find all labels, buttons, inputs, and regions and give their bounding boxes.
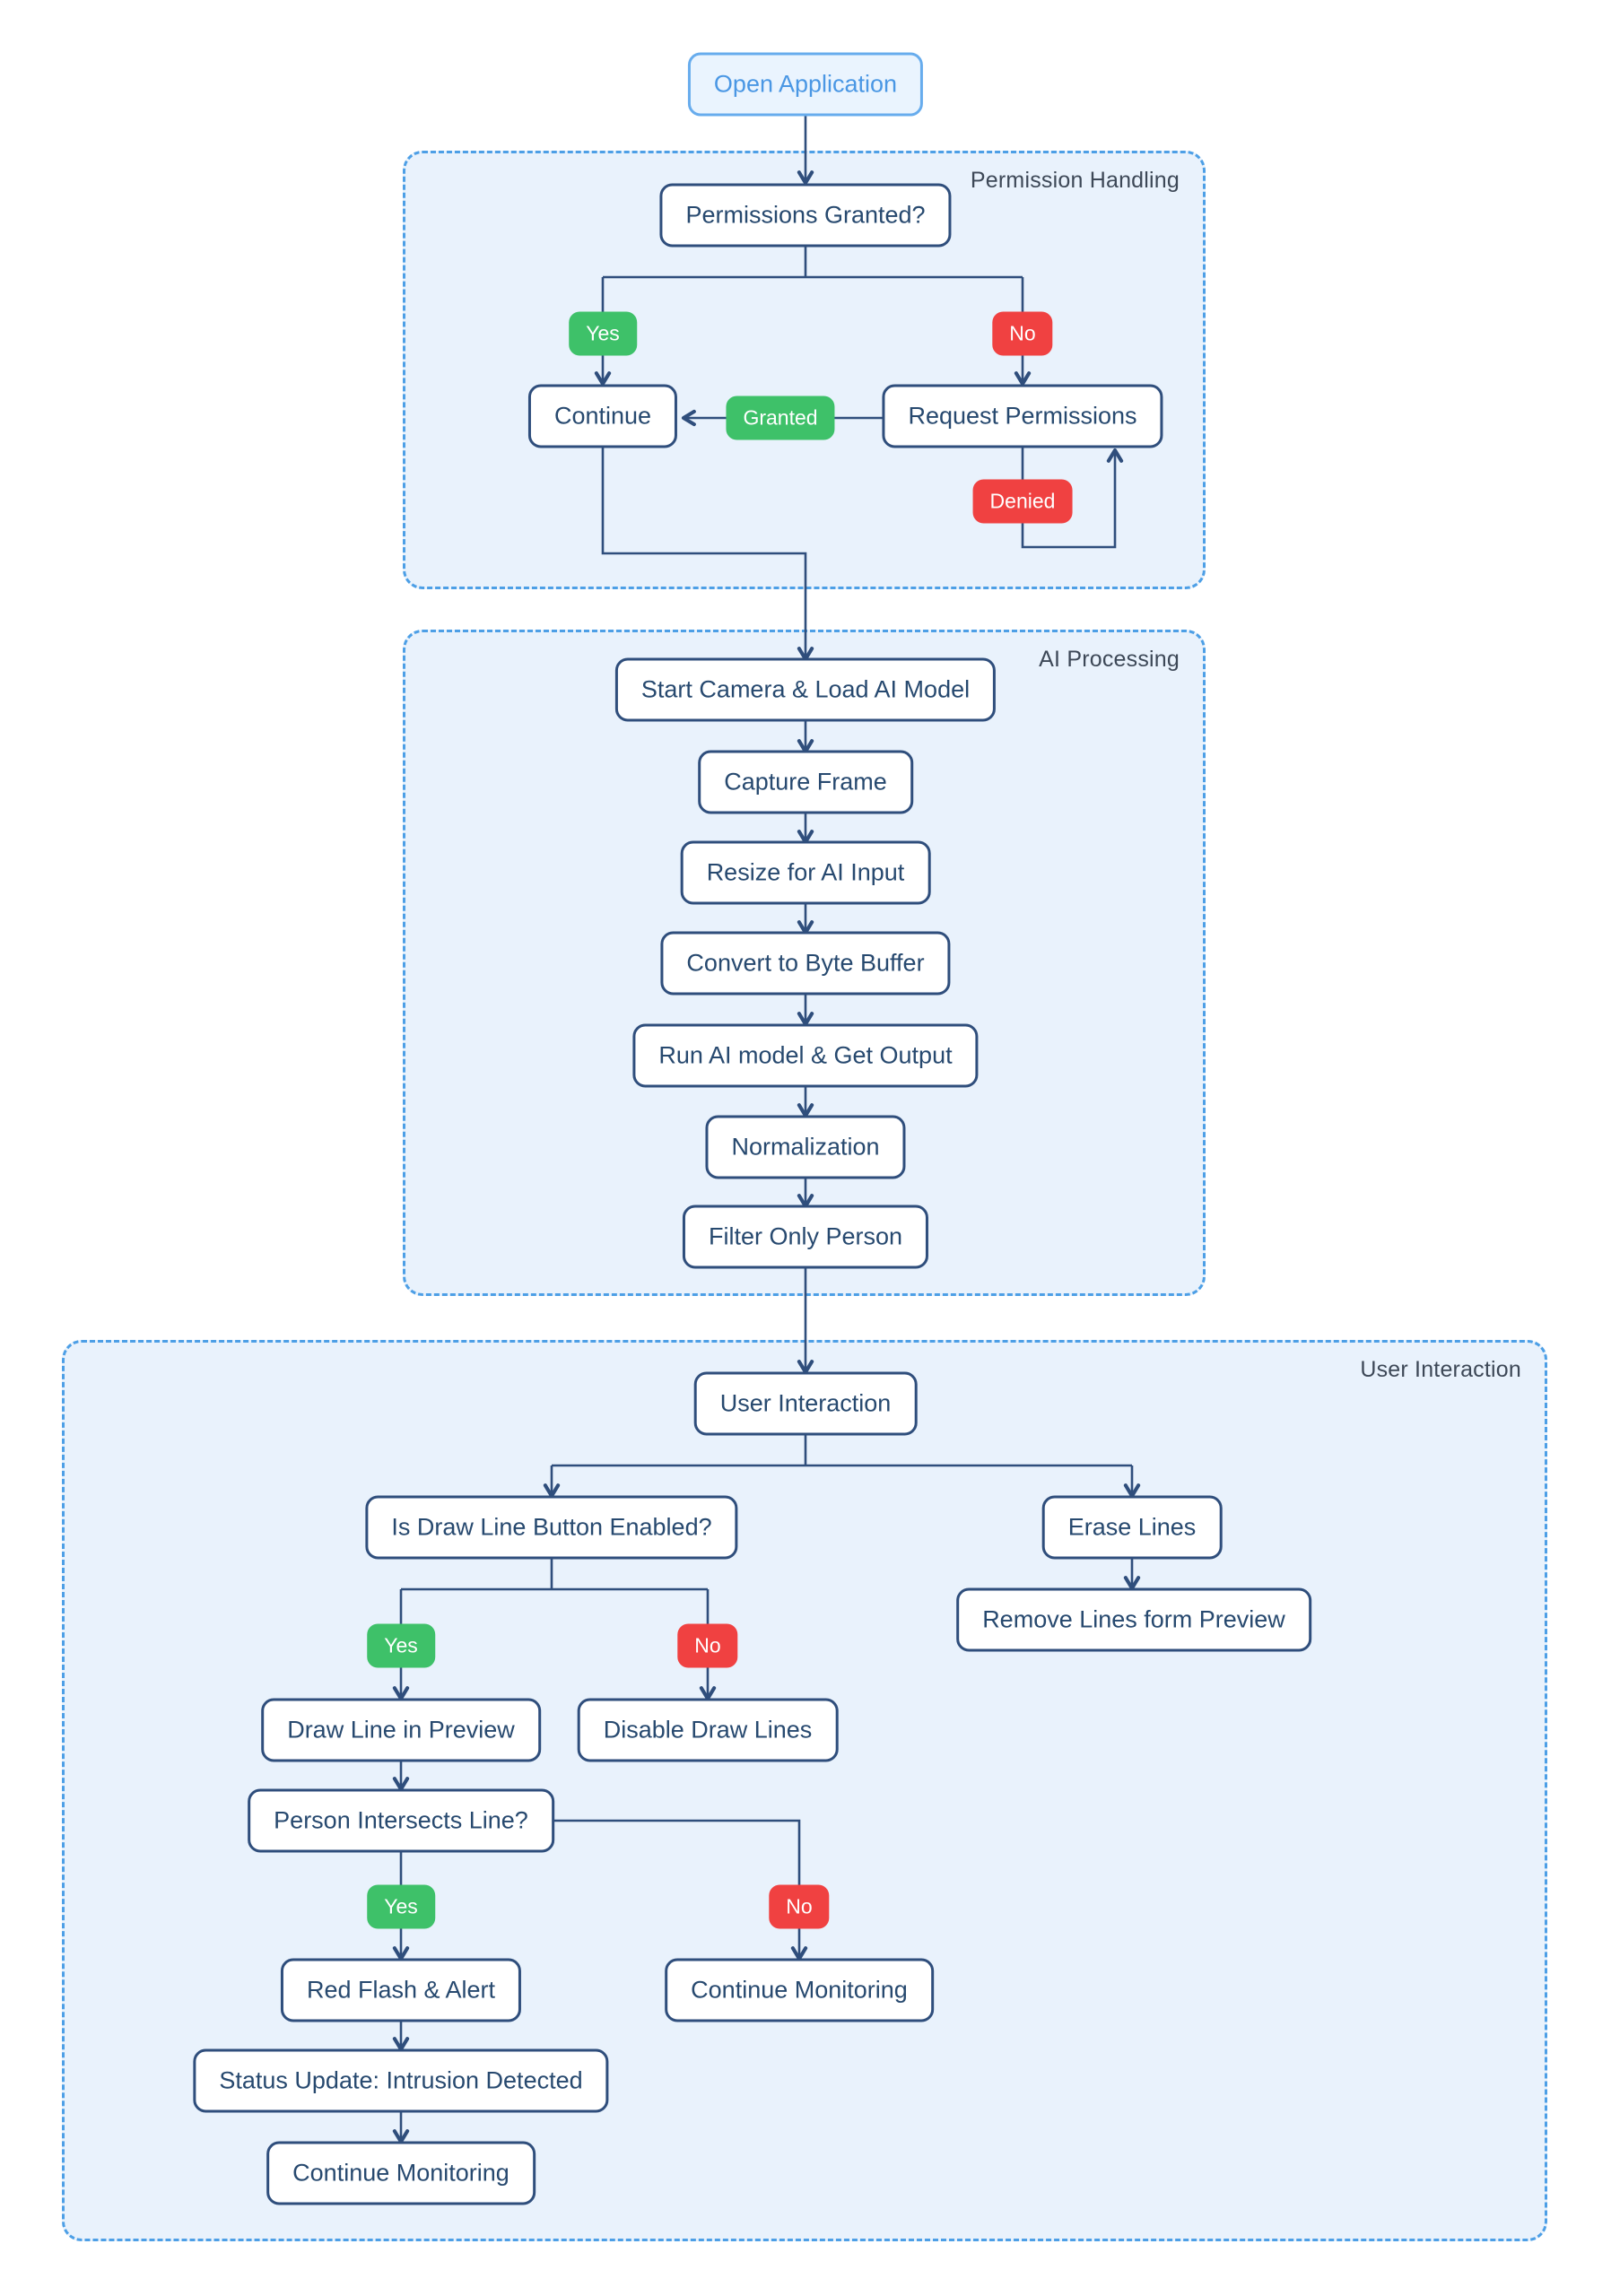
node-disable-draw-lines: Disable Draw Lines bbox=[577, 1698, 839, 1762]
badge-yes-permission: Yes bbox=[569, 311, 637, 356]
node-run-ai-model: Run AI model & Get Output bbox=[632, 1023, 979, 1088]
node-person-intersects-line: Person Intersects Line? bbox=[248, 1788, 554, 1853]
node-red-flash-alert: Red Flash & Alert bbox=[280, 1958, 522, 2022]
node-continue-permission: Continue bbox=[527, 384, 678, 448]
badge-no-permission: No bbox=[992, 311, 1053, 356]
node-draw-line-in-preview: Draw Line in Preview bbox=[261, 1698, 541, 1762]
node-permissions-granted: Permissions Granted? bbox=[659, 183, 952, 248]
node-convert-to-byte-buffer: Convert to Byte Buffer bbox=[660, 931, 951, 996]
node-open-application: Open Application bbox=[687, 52, 924, 117]
badge-granted: Granted bbox=[726, 396, 835, 440]
section-label-permission-handling: Permission Handling bbox=[970, 168, 1180, 193]
node-capture-frame: Capture Frame bbox=[698, 750, 913, 814]
node-resize-for-ai-input: Resize for AI Input bbox=[680, 840, 931, 905]
node-user-interaction: User Interaction bbox=[693, 1371, 918, 1436]
node-continue-monitoring-end: Continue Monitoring bbox=[266, 2141, 536, 2205]
node-status-update-intrusion: Status Update: Intrusion Detected bbox=[193, 2048, 609, 2113]
node-normalization: Normalization bbox=[705, 1115, 906, 1179]
node-is-draw-line-enabled: Is Draw Line Button Enabled? bbox=[365, 1495, 738, 1560]
badge-denied: Denied bbox=[972, 479, 1073, 524]
node-erase-lines: Erase Lines bbox=[1041, 1495, 1223, 1560]
node-start-camera: Start Camera & Load AI Model bbox=[614, 657, 997, 722]
badge-no-draw: No bbox=[677, 1623, 738, 1668]
section-label-ai-processing: AI Processing bbox=[1039, 647, 1180, 672]
node-filter-only-person: Filter Only Person bbox=[682, 1205, 929, 1269]
section-label-user-interaction: User Interaction bbox=[1360, 1357, 1521, 1382]
badge-yes-draw: Yes bbox=[367, 1623, 435, 1668]
badge-yes-intersect: Yes bbox=[367, 1884, 435, 1929]
node-request-permissions: Request Permissions bbox=[882, 384, 1163, 448]
node-continue-monitoring-no: Continue Monitoring bbox=[665, 1958, 934, 2022]
node-remove-lines-form-preview: Remove Lines form Preview bbox=[956, 1587, 1311, 1652]
badge-no-intersect: No bbox=[769, 1884, 830, 1929]
